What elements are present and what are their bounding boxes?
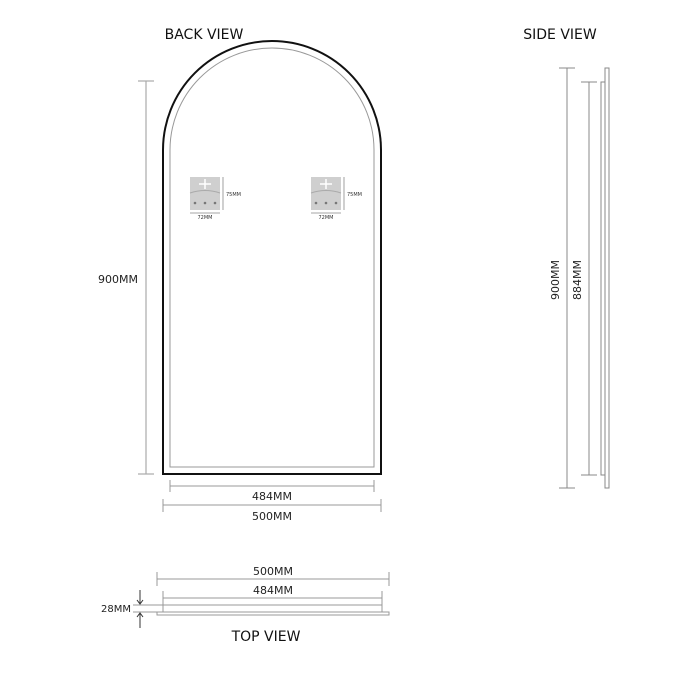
side-inner-height-label: 884MM <box>571 260 584 300</box>
svg-text:72MM: 72MM <box>319 215 334 221</box>
svg-text:72MM: 72MM <box>198 215 213 221</box>
top-view: 500MM 484MM 28MM TOP VIEW <box>101 565 390 645</box>
top-outer-width-label: 500MM <box>253 565 293 578</box>
top-profile-outer <box>156 611 390 616</box>
back-height-label: 900MM <box>98 273 138 286</box>
mirror-outer-frame <box>162 40 382 475</box>
hanging-bracket-right: 75MM 72MM <box>310 177 362 221</box>
top-profile-inner <box>162 604 383 613</box>
side-profile-inner <box>600 81 606 476</box>
top-inner-width-label: 484MM <box>253 584 293 597</box>
svg-text:75MM: 75MM <box>347 192 362 198</box>
top-view-title: TOP VIEW <box>231 629 301 645</box>
side-outer-height-label: 900MM <box>549 260 562 300</box>
top-depth-label: 28MM <box>101 604 131 615</box>
side-view: SIDE VIEW 900MM 884MM <box>523 27 610 489</box>
mirror-inner-frame <box>169 47 375 468</box>
depth-arrow-up-icon <box>136 612 144 618</box>
side-profile-outer <box>604 67 610 489</box>
back-outer-width-label: 500MM <box>252 510 292 523</box>
back-view-title: BACK VIEW <box>165 27 244 43</box>
back-inner-width-label: 484MM <box>252 490 292 503</box>
depth-arrow-down-icon <box>136 599 144 605</box>
side-view-title: SIDE VIEW <box>523 27 597 43</box>
back-view: BACK VIEW 900MM 484MM 500MM <box>98 27 382 523</box>
svg-text:75MM: 75MM <box>226 192 241 198</box>
hanging-bracket-left: 75MM 72MM <box>189 177 241 221</box>
